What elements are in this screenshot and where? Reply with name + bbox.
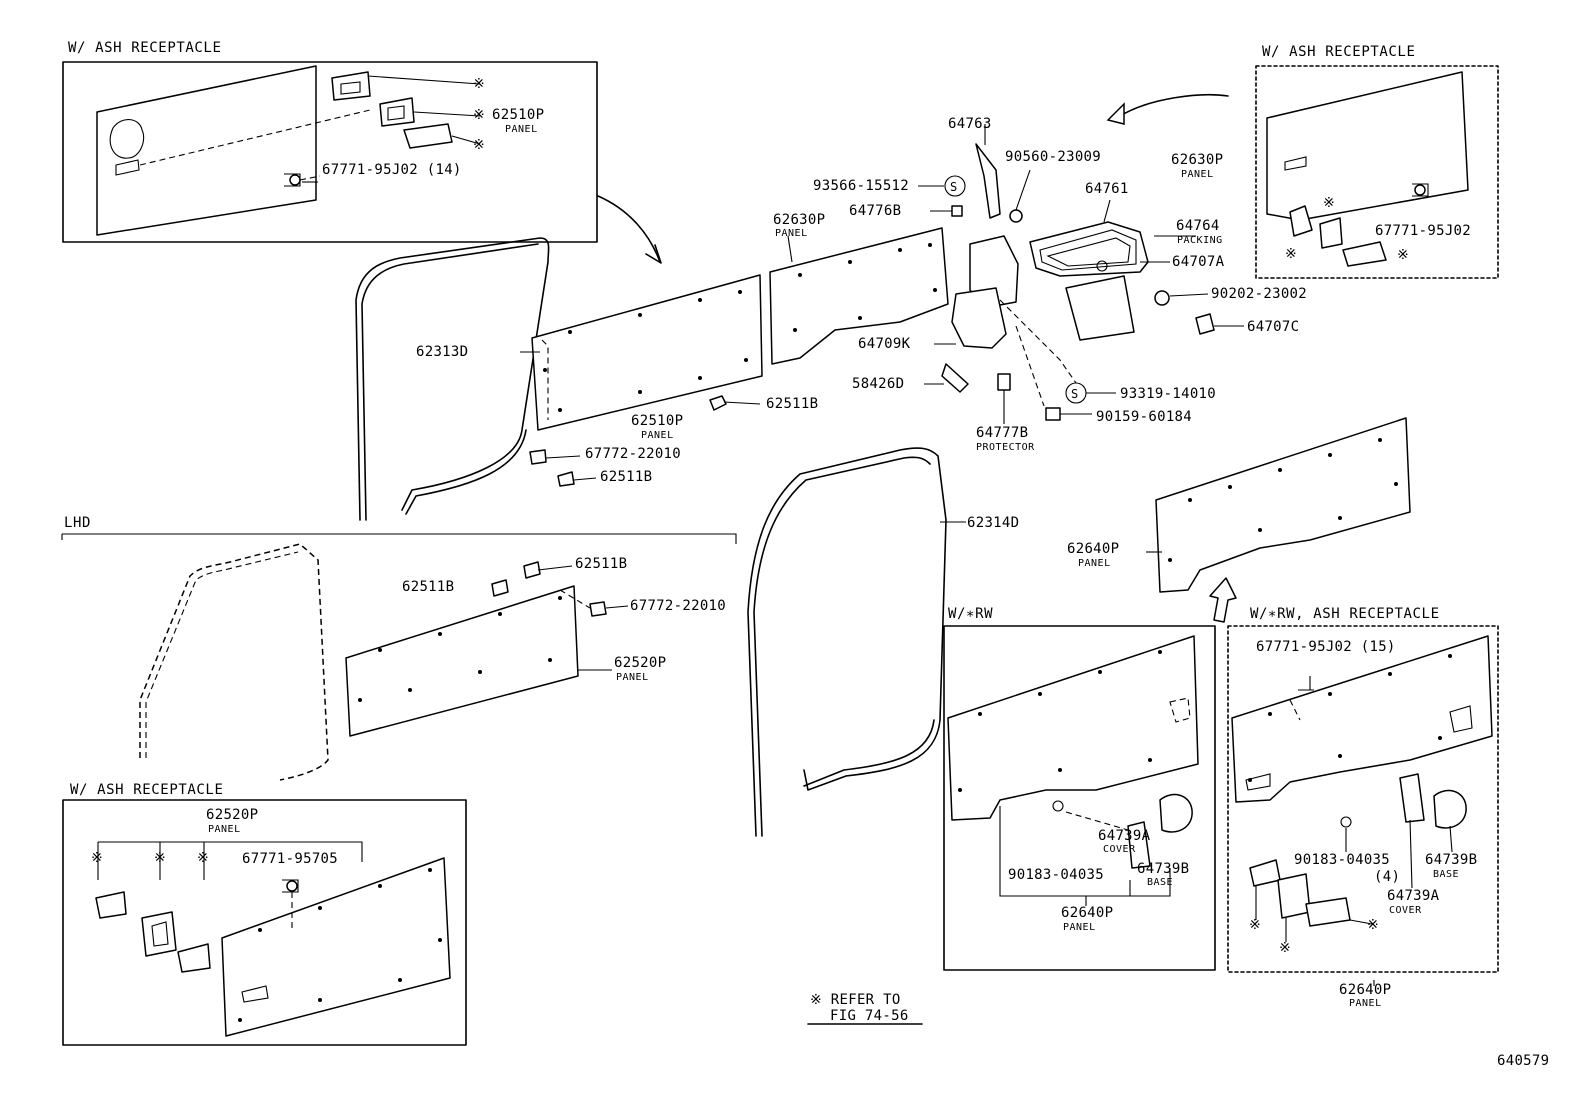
part-62640P-right[interactable]: 62640P	[1067, 541, 1120, 557]
caption-panel-bl: PANEL	[208, 824, 241, 835]
inset-wrw-ash	[1227, 625, 1499, 973]
part-64739A-wrw-ash[interactable]: 64739A	[1387, 888, 1440, 904]
caption-cover-wrw: COVER	[1103, 844, 1136, 855]
part-90560-23009[interactable]: 90560-23009	[1005, 149, 1102, 165]
part-64739B-wrw[interactable]: 64739B	[1137, 861, 1190, 877]
mark-tl-3: ※	[473, 137, 486, 153]
inset-top-left	[62, 61, 598, 243]
part-64707C[interactable]: 64707C	[1247, 319, 1300, 335]
inset-bottom-left	[62, 799, 467, 1046]
part-64709K[interactable]: 64709K	[858, 336, 911, 352]
caption-panel-tl: PANEL	[505, 124, 538, 135]
caption-panel-wrw-ash: PANEL	[1349, 998, 1382, 1009]
mark-tl-2: ※	[473, 107, 486, 123]
mark-tr-3: ※	[1397, 247, 1410, 263]
part-62510P-tl[interactable]: 62510P	[492, 107, 545, 123]
mark-bl-3: ※	[197, 850, 210, 866]
mark-tl-1: ※	[473, 76, 486, 92]
caption-panel-tr: PANEL	[1181, 169, 1214, 180]
part-62511B-lhd-2[interactable]: 62511B	[402, 579, 455, 595]
part-67772-22010-lhd[interactable]: 67772-22010	[630, 598, 727, 614]
part-62520P-lhd[interactable]: 62520P	[614, 655, 667, 671]
note-refer-line1: ※ REFER TO	[810, 992, 901, 1008]
ash-assembly: S S	[941, 143, 1215, 421]
caption-base-wrw-ash: BASE	[1433, 869, 1460, 880]
part-90159-60184[interactable]: 90159-60184	[1096, 409, 1193, 425]
mark-bl-1: ※	[91, 850, 104, 866]
inset-top-right	[1255, 65, 1499, 279]
inset-wrw	[943, 625, 1216, 971]
caption-panel-right: PANEL	[1078, 558, 1111, 569]
part-62313D[interactable]: 62313D	[416, 344, 469, 360]
header-wrw-ash: W/∗RW, ASH RECEPTACLE	[1250, 606, 1440, 622]
mark-bl-2: ※	[154, 850, 167, 866]
header-bottom-left: W/ ASH RECEPTACLE	[70, 782, 224, 798]
part-64739B-wrw-ash[interactable]: 64739B	[1425, 852, 1478, 868]
part-93319-14010[interactable]: 93319-14010	[1120, 386, 1217, 402]
part-67772-22010-center[interactable]: 67772-22010	[585, 446, 682, 462]
part-62511B-center[interactable]: 62511B	[766, 396, 819, 412]
figure-number: 640579	[1497, 1053, 1550, 1069]
part-62511B-lhd-1[interactable]: 62511B	[575, 556, 628, 572]
part-90183-04035-wrw-ash[interactable]: 90183-04035	[1294, 852, 1391, 868]
part-62640P-wrw[interactable]: 62640P	[1061, 905, 1114, 921]
header-lhd: LHD	[64, 515, 92, 531]
part-62630P-center[interactable]: 62630P	[773, 212, 826, 228]
header-top-right: W/ ASH RECEPTACLE	[1262, 44, 1416, 60]
part-67771-95J02-14[interactable]: 67771-95J02 (14)	[322, 162, 462, 178]
mark-wa-3: ※	[1367, 917, 1380, 933]
caption-base-wrw: BASE	[1147, 877, 1174, 888]
qty-4: (4)	[1374, 869, 1401, 885]
part-90183-04035-wrw[interactable]: 90183-04035	[1008, 867, 1105, 883]
part-67771-95J02-tr[interactable]: 67771-95J02	[1375, 223, 1472, 239]
caption-packing: PACKING	[1177, 235, 1223, 246]
arrow-tr	[1119, 94, 1229, 117]
part-62510P-center[interactable]: 62510P	[631, 413, 684, 429]
caption-panel-center-2: PANEL	[641, 430, 674, 441]
caption-panel-lhd: PANEL	[616, 672, 649, 683]
part-64707A[interactable]: 64707A	[1172, 254, 1225, 270]
part-62630P-tr[interactable]: 62630P	[1171, 152, 1224, 168]
part-64761[interactable]: 64761	[1085, 181, 1129, 197]
mark-wa-2: ※	[1279, 940, 1292, 956]
mark-wa-1: ※	[1249, 917, 1262, 933]
part-58426D[interactable]: 58426D	[852, 376, 905, 392]
part-64776B[interactable]: 64776B	[849, 203, 902, 219]
part-62511B-center-2[interactable]: 62511B	[600, 469, 653, 485]
svg-text:S: S	[1071, 387, 1078, 401]
part-64763[interactable]: 64763	[948, 116, 992, 132]
mark-tr-2: ※	[1285, 246, 1298, 262]
caption-panel-wrw: PANEL	[1063, 922, 1096, 933]
part-62314D[interactable]: 62314D	[967, 515, 1020, 531]
part-67771-95705[interactable]: 67771-95705	[242, 851, 339, 867]
part-62520P-bl[interactable]: 62520P	[206, 807, 259, 823]
mark-tr-1: ※	[1323, 195, 1336, 211]
part-64739A-wrw[interactable]: 64739A	[1098, 828, 1151, 844]
part-93566-15512[interactable]: 93566-15512	[813, 178, 910, 194]
header-top-left: W/ ASH RECEPTACLE	[68, 40, 222, 56]
part-64764[interactable]: 64764	[1176, 218, 1220, 234]
caption-protector: PROTECTOR	[976, 442, 1035, 453]
arrow-tl	[597, 195, 661, 263]
caption-cover-wrw-ash: COVER	[1389, 905, 1422, 916]
part-67771-95J02-15[interactable]: 67771-95J02 (15)	[1256, 639, 1396, 655]
svg-text:S: S	[950, 180, 957, 194]
part-62640P-wrw-ash[interactable]: 62640P	[1339, 982, 1392, 998]
note-refer-line2: FIG 74-56	[830, 1008, 909, 1024]
part-90202-23002[interactable]: 90202-23002	[1211, 286, 1308, 302]
header-wrw: W/∗RW	[948, 606, 994, 622]
part-64777B[interactable]: 64777B	[976, 425, 1029, 441]
caption-panel-center: PANEL	[775, 228, 808, 239]
